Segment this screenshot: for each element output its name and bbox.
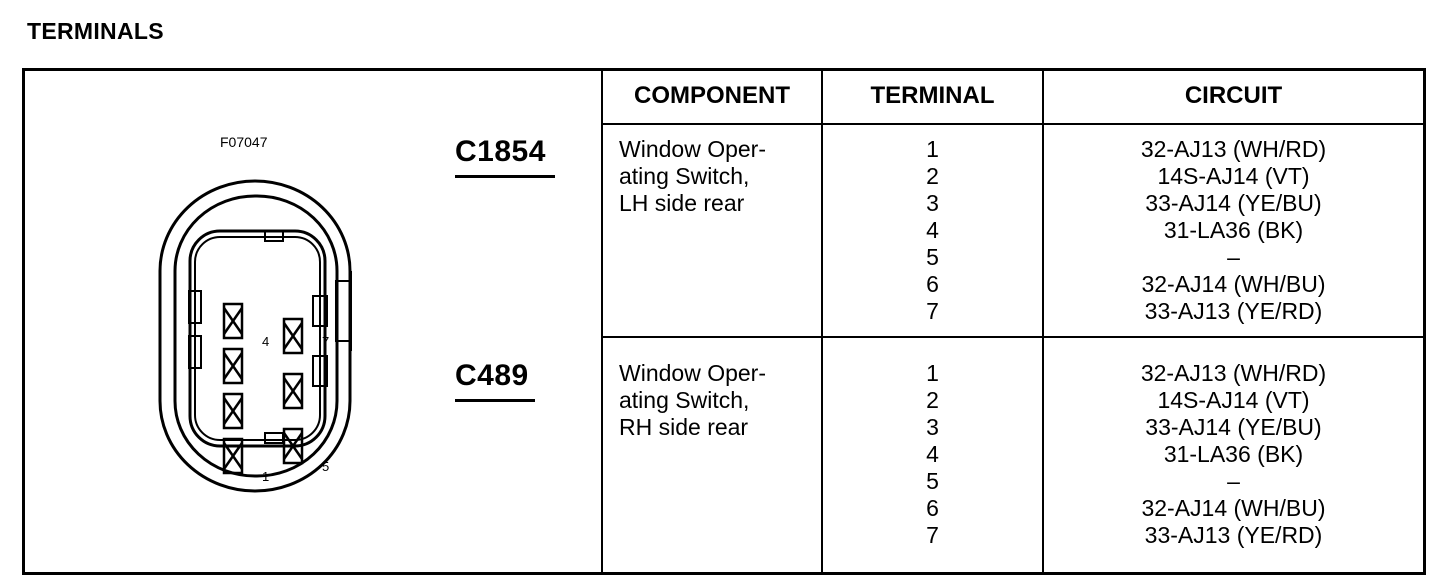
- terminal-number: 4: [926, 217, 939, 243]
- circuit-code: 31-LA36 (BK): [1163, 217, 1304, 243]
- terminal-cavity-cross: [222, 307, 244, 335]
- terminal-cavity-cross: [282, 322, 304, 350]
- terminal-number: 5: [926, 468, 939, 494]
- terminal-number: 1: [926, 360, 939, 386]
- left-notch-2: [188, 335, 202, 369]
- terminal-number: 3: [926, 414, 939, 440]
- circuit-code: 32-AJ14 (WH/BU): [1141, 271, 1326, 297]
- circuit-code: –: [1227, 468, 1240, 494]
- right-notch-2: [312, 355, 328, 387]
- circuit-code: 32-AJ13 (WH/RD): [1140, 136, 1327, 162]
- header-component: COMPONENT: [634, 82, 790, 109]
- terminal-cavity-cross: [282, 377, 304, 405]
- connector-id-c1854: C1854: [455, 135, 555, 178]
- terminals-frame: F07047 4 7 1 5 C1854 C489: [22, 68, 1426, 575]
- terminal-number: 6: [926, 271, 939, 297]
- terminal-number: 2: [926, 387, 939, 413]
- terminal-cavity-cross: [222, 397, 244, 425]
- component-cell-c489: Window Oper- ating Switch, RH side rear: [619, 360, 766, 440]
- pin-label-4: 4: [262, 334, 269, 349]
- circuit-code: 14S-AJ14 (VT): [1157, 163, 1310, 189]
- terminal-number: 6: [926, 495, 939, 521]
- circuit-code: 33-AJ13 (YE/RD): [1144, 298, 1323, 324]
- bottom-key: [264, 432, 284, 444]
- left-notch-1: [188, 290, 202, 324]
- terminal-number: 3: [926, 190, 939, 216]
- terminal-list-c489: 1 2 3 4 5 6 7: [823, 360, 1042, 549]
- terminal-number: 7: [926, 522, 939, 548]
- circuit-code: 32-AJ13 (WH/RD): [1140, 360, 1327, 386]
- component-cell-c1854: Window Oper- ating Switch, LH side rear: [619, 136, 766, 216]
- header-circuit: CIRCUIT: [1184, 82, 1283, 109]
- terminal-cavity: [222, 392, 244, 430]
- connector-face-drawing: 4 7 1 5: [158, 179, 352, 493]
- circuit-code: 14S-AJ14 (VT): [1157, 387, 1310, 413]
- circuit-code: 32-AJ14 (WH/BU): [1141, 495, 1326, 521]
- terminal-number: 1: [926, 136, 939, 162]
- right-notch-1: [312, 295, 328, 327]
- terminal-number: 2: [926, 163, 939, 189]
- terminals-table: COMPONENT TERMINAL CIRCUIT Window Oper- …: [601, 71, 1423, 572]
- terminal-cavity: [282, 317, 304, 355]
- figure-code: F07047: [220, 134, 268, 150]
- terminal-cavity-cross: [282, 432, 304, 460]
- terminal-cavity: [282, 427, 304, 465]
- circuit-list-c489: 32-AJ13 (WH/RD) 14S-AJ14 (VT) 33-AJ14 (Y…: [1044, 360, 1423, 549]
- connector-face: [188, 229, 327, 448]
- terminal-cavity-cross: [222, 352, 244, 380]
- circuit-code: 33-AJ13 (YE/RD): [1144, 522, 1323, 548]
- terminal-cavity: [222, 302, 244, 340]
- terminal-list-c1854: 1 2 3 4 5 6 7: [823, 136, 1042, 325]
- pin-label-7: 7: [322, 334, 329, 349]
- pin-label-5: 5: [322, 459, 329, 474]
- pin-label-1: 1: [262, 469, 269, 484]
- terminal-number: 5: [926, 244, 939, 270]
- circuit-list-c1854: 32-AJ13 (WH/RD) 14S-AJ14 (VT) 33-AJ14 (Y…: [1044, 136, 1423, 325]
- connector-cavity-area: [194, 236, 321, 441]
- header-terminal: TERMINAL: [870, 82, 995, 109]
- page-title: TERMINALS: [27, 18, 164, 44]
- terminal-number: 4: [926, 441, 939, 467]
- terminal-cavity: [282, 372, 304, 410]
- terminal-number: 7: [926, 298, 939, 324]
- top-key: [264, 230, 284, 242]
- circuit-code: 33-AJ14 (YE/BU): [1145, 190, 1322, 216]
- connector-id-c489: C489: [455, 359, 535, 402]
- terminal-cavity: [222, 347, 244, 385]
- circuit-code: 33-AJ14 (YE/BU): [1145, 414, 1322, 440]
- terminal-cavity-cross: [222, 442, 244, 470]
- circuit-code: –: [1227, 244, 1240, 270]
- circuit-code: 31-LA36 (BK): [1163, 441, 1304, 467]
- terminal-cavity: [222, 437, 244, 475]
